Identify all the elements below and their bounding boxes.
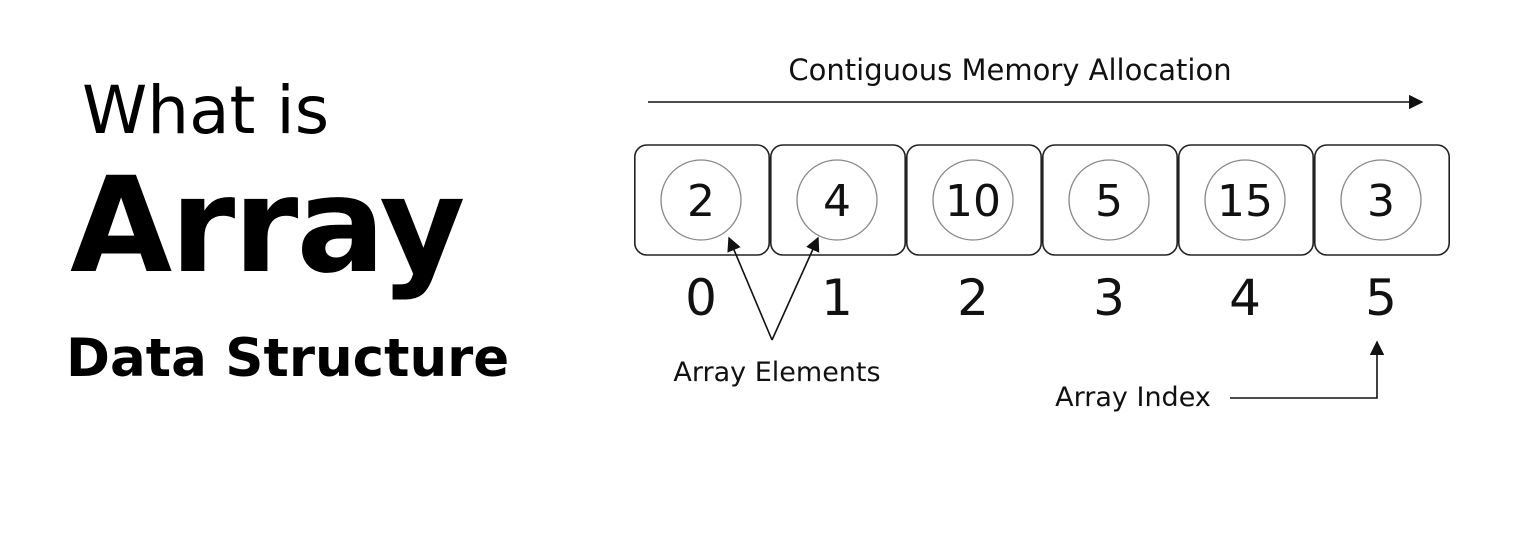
index-label-1: 1 <box>821 269 853 327</box>
index-label-4: 4 <box>1229 269 1261 327</box>
element-circle-3 <box>1068 159 1150 241</box>
array-cells: 2 0 4 1 10 2 5 3 15 4 3 5 <box>633 144 1451 327</box>
array-cell-3 <box>1042 144 1179 256</box>
array-cell-1 <box>769 144 906 256</box>
title-what-is: What is <box>82 72 330 149</box>
element-circle-4 <box>1204 159 1286 241</box>
element-value-2: 10 <box>945 176 1001 227</box>
array-cell-0 <box>633 144 770 256</box>
memory-allocation-label: Contiguous Memory Allocation <box>788 53 1231 87</box>
elements-pointer-arrow-1 <box>771 236 820 341</box>
index-label-2: 2 <box>957 269 989 327</box>
element-value-0: 2 <box>687 176 715 227</box>
array-cell-4 <box>1178 144 1315 256</box>
element-circle-5 <box>1340 159 1422 241</box>
title-array: Array <box>70 149 465 303</box>
array-cell-2 <box>905 144 1042 256</box>
element-value-1: 4 <box>823 176 851 227</box>
array-elements-label: Array Elements <box>673 357 880 388</box>
index-label-5: 5 <box>1365 269 1397 327</box>
index-label-3: 3 <box>1093 269 1125 327</box>
element-circle-0 <box>660 159 742 241</box>
elements-pointer-arrow-0 <box>727 236 773 341</box>
array-index-label: Array Index <box>1055 382 1211 413</box>
element-circle-2 <box>932 159 1014 241</box>
index-pointer-arrow <box>1230 340 1385 399</box>
element-value-4: 15 <box>1217 176 1273 227</box>
element-value-5: 3 <box>1367 176 1395 227</box>
title-data-structure: Data Structure <box>66 328 510 389</box>
element-circle-1 <box>796 159 878 241</box>
element-value-3: 5 <box>1095 176 1123 227</box>
array-cell-5 <box>1314 144 1451 256</box>
index-label-0: 0 <box>685 269 717 327</box>
